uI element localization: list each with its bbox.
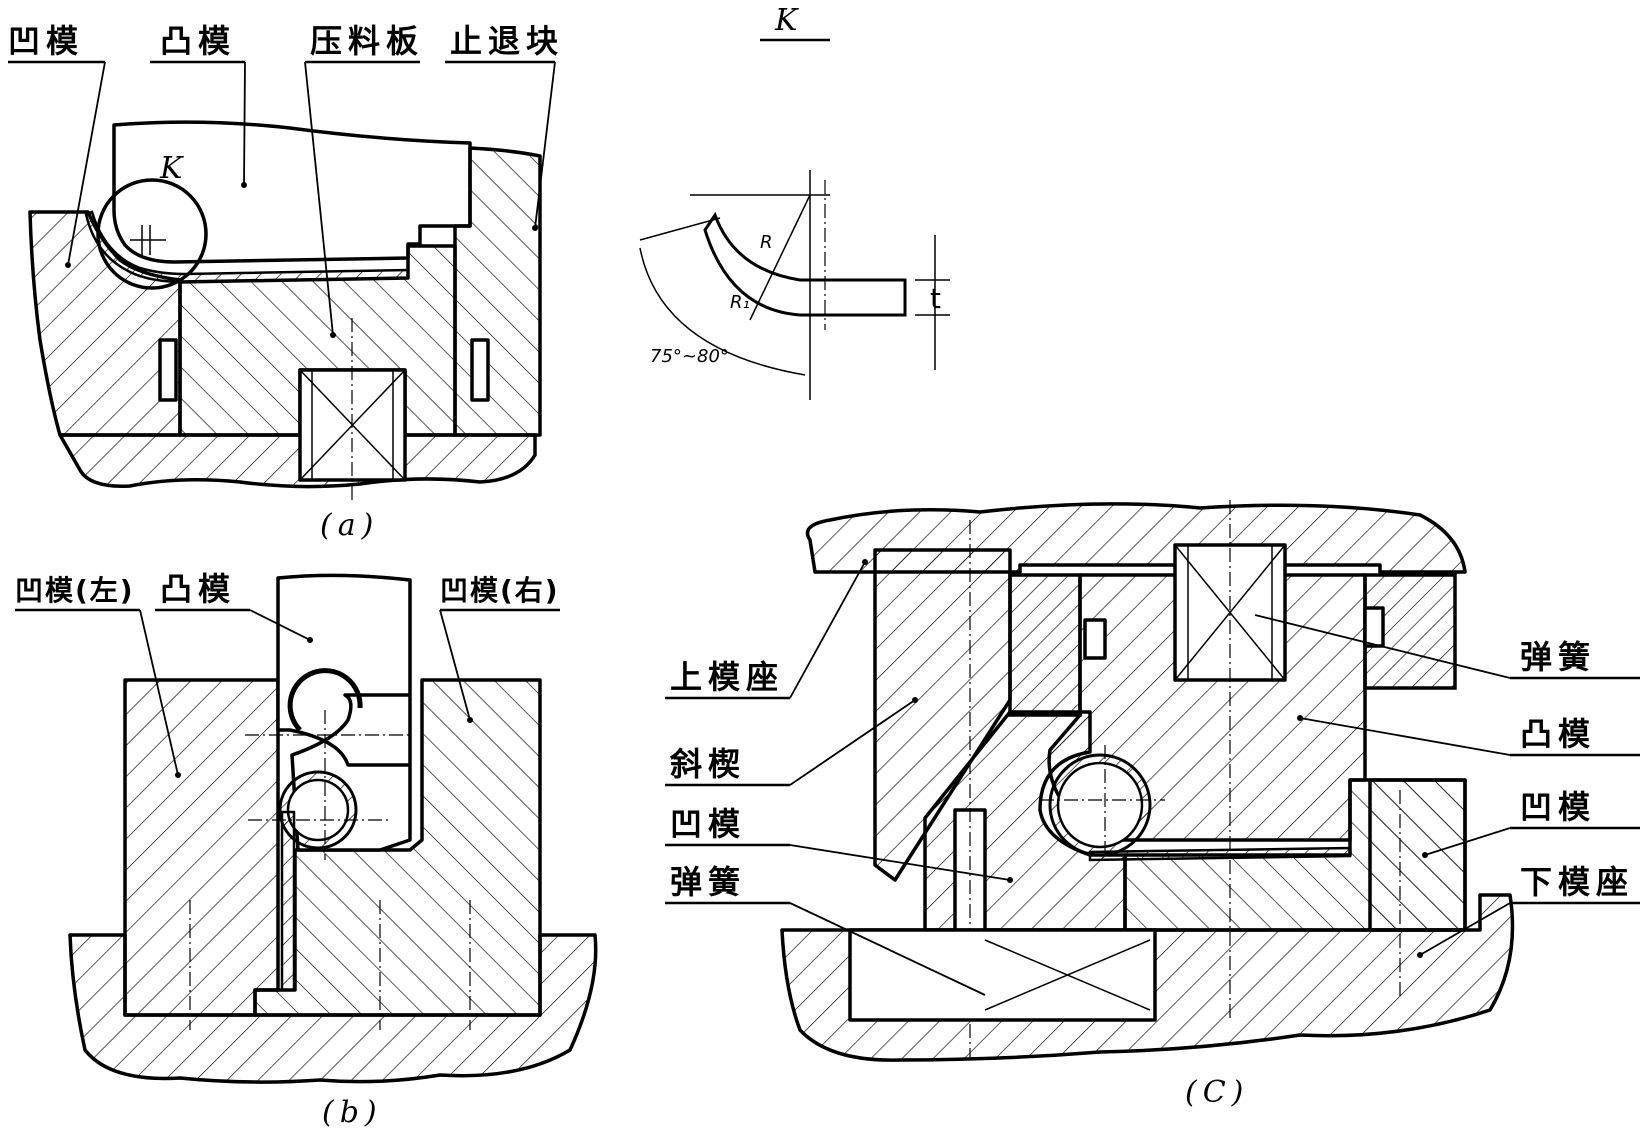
fig-b-sheet	[280, 810, 296, 992]
fig-c-label-punch: 凸模	[1520, 715, 1596, 753]
fig-a-label-punch: 凸模	[160, 22, 236, 60]
detail-k-bend	[703, 211, 907, 317]
figure-a: K 凹模 凸模 压料板 止退块 (a)	[8, 22, 564, 543]
fig-c-label-upper-seat: 上模座	[670, 658, 784, 696]
figure-b: 凹模(左) 凸模 凹模(右) (b)	[15, 570, 598, 1130]
fig-a-base	[58, 433, 537, 489]
fig-b-curl-upper	[287, 668, 363, 732]
fig-b-label-die-right: 凹模(右)	[440, 574, 560, 607]
figure-c: 上模座 斜楔 凹模 弹簧 弹簧 凸模 凹模 下模座 (C)	[665, 500, 1640, 1110]
fig-a-label-die: 凹模	[8, 22, 84, 60]
fig-c-caption: (C)	[1185, 1075, 1249, 1110]
detail-k-thickness: t	[930, 282, 941, 315]
fig-b-die-right	[253, 678, 542, 1017]
detail-k-radius-inner: R₁	[730, 292, 750, 313]
fig-b-caption: (b)	[322, 1095, 383, 1130]
fig-b-base	[68, 933, 598, 1084]
fig-b-die-left	[123, 678, 280, 1017]
fig-a-key-right	[470, 338, 490, 402]
fig-a-caption: (a)	[320, 508, 379, 543]
detail-k-radius-outer: R	[760, 232, 773, 253]
fig-c-label-spring-left: 弹簧	[670, 863, 746, 901]
fig-a-detail-marker: K	[159, 151, 188, 186]
fig-a-key-left	[158, 338, 178, 402]
fig-c-retainer	[1008, 573, 1082, 717]
detail-k-title: K	[774, 3, 803, 38]
fig-c-spring-lower	[848, 928, 1157, 1022]
detail-k-angle: 75°~80°	[650, 346, 729, 367]
fig-b-label-die-left: 凹模(左)	[15, 574, 135, 607]
fig-a-label-stop-block: 止退块	[450, 22, 564, 60]
fig-a-detail-circle	[96, 178, 208, 290]
fig-c-label-die-right: 凹模	[1520, 788, 1596, 826]
fig-a-label-pressure-plate: 压料板	[310, 22, 424, 60]
fig-c-label-lower-seat: 下模座	[1520, 863, 1634, 901]
detail-k: K t R R₁ 75°~80°	[639, 3, 950, 400]
fig-c-die-right	[1368, 778, 1467, 932]
fig-c-label-die-left: 凹模	[670, 805, 746, 843]
fig-c-label-wedge: 斜楔	[670, 745, 746, 783]
fig-b-label-punch: 凸模	[160, 570, 236, 608]
fig-a-punch	[112, 120, 472, 264]
fig-c-label-spring-right: 弹簧	[1520, 638, 1596, 676]
